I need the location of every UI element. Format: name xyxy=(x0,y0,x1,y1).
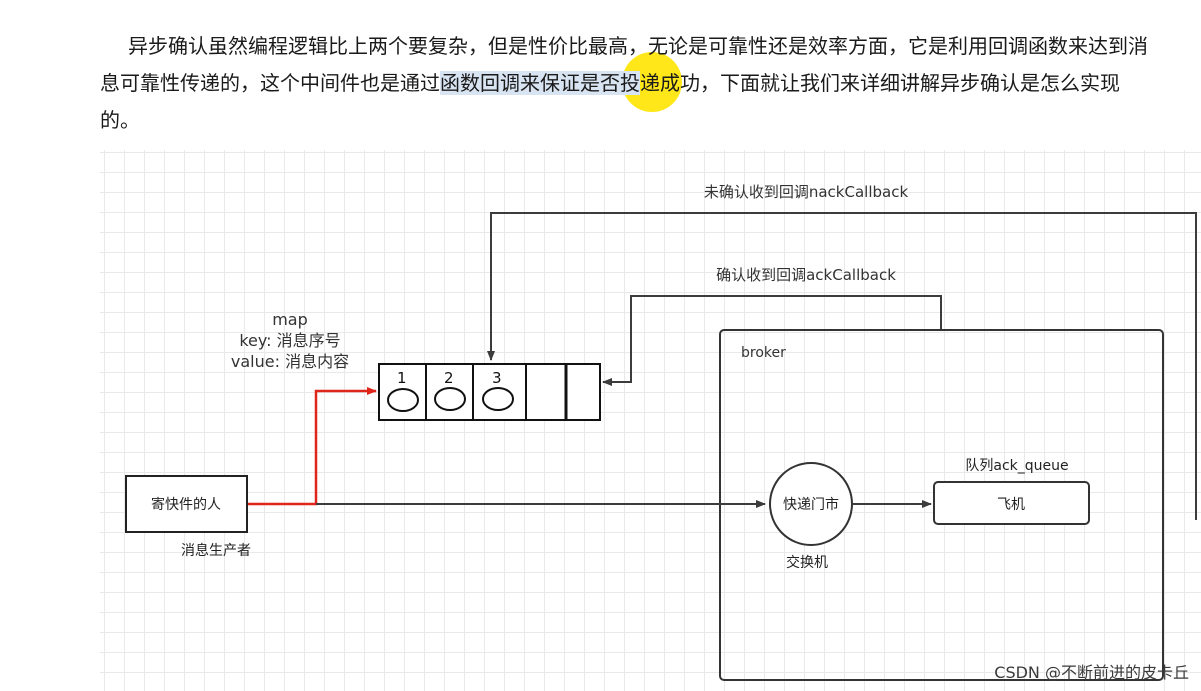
queue-label: 队列ack_queue xyxy=(965,458,1068,474)
map-key-label: key: 消息序号 xyxy=(239,331,340,350)
producer-label: 消息生产者 xyxy=(181,542,251,559)
broker-label: broker xyxy=(741,345,786,361)
paragraph-line-2-start: 息可靠性传递的，这个中间件也是通过 xyxy=(100,71,440,95)
map-cell-1-number: 1 xyxy=(397,369,407,387)
ack-callback-label: 确认收到回调ackCallback xyxy=(716,266,896,284)
producer-name: 寄快件的人 xyxy=(151,496,221,513)
map-title: map xyxy=(272,310,308,329)
queue-name: 飞机 xyxy=(997,497,1025,513)
article-paragraph-layer: 异步确认虽然编程逻辑比上两个要复杂，但是性价比最高，无论是可靠性还是效率方面，它… xyxy=(0,0,1201,140)
map-value-label: value: 消息内容 xyxy=(231,352,349,371)
article-paragraph: 异步确认虽然编程逻辑比上两个要复杂，但是性价比最高，无论是可靠性还是效率方面，它… xyxy=(100,28,1201,139)
paragraph-line-1: 异步确认虽然编程逻辑比上两个要复杂，但是性价比最高，无论是可靠性还是效率方面，它… xyxy=(128,34,1148,58)
selected-text[interactable]: 函数回调来保证是否投 xyxy=(440,71,640,95)
message-map: 1 2 3 xyxy=(378,363,601,421)
exchange-label: 交换机 xyxy=(786,554,828,571)
producer-box xyxy=(125,475,248,533)
store-in-map-arrow xyxy=(248,387,377,506)
nack-callback-label: 未确认收到回调nackCallback xyxy=(704,183,909,201)
map-cell-3-number: 3 xyxy=(492,369,502,387)
paragraph-line-2-end: 递成功，下面就让我们来详细讲解异步确认是怎么实现 xyxy=(640,71,1120,95)
nack-callback-arrow xyxy=(487,212,1197,520)
map-cell-1-ellipse xyxy=(387,388,419,412)
csdn-watermark: CSDN @不断前进的皮卡丘 xyxy=(994,663,1189,682)
map-cell-3-ellipse xyxy=(482,387,514,411)
paragraph-line-2: 息可靠性传递的，这个中间件也是通过函数回调来保证是否投递成功，下面就让我们来详细… xyxy=(100,65,1201,102)
map-cell-2-ellipse xyxy=(434,387,466,411)
queue-box xyxy=(933,481,1090,525)
ack-callback-arrow xyxy=(602,295,942,386)
exchange-name: 快递门市 xyxy=(783,496,839,513)
flow-diagram xyxy=(100,150,1201,691)
paragraph-line-3: 的。 xyxy=(100,108,140,132)
map-cell-2-number: 2 xyxy=(444,369,454,387)
